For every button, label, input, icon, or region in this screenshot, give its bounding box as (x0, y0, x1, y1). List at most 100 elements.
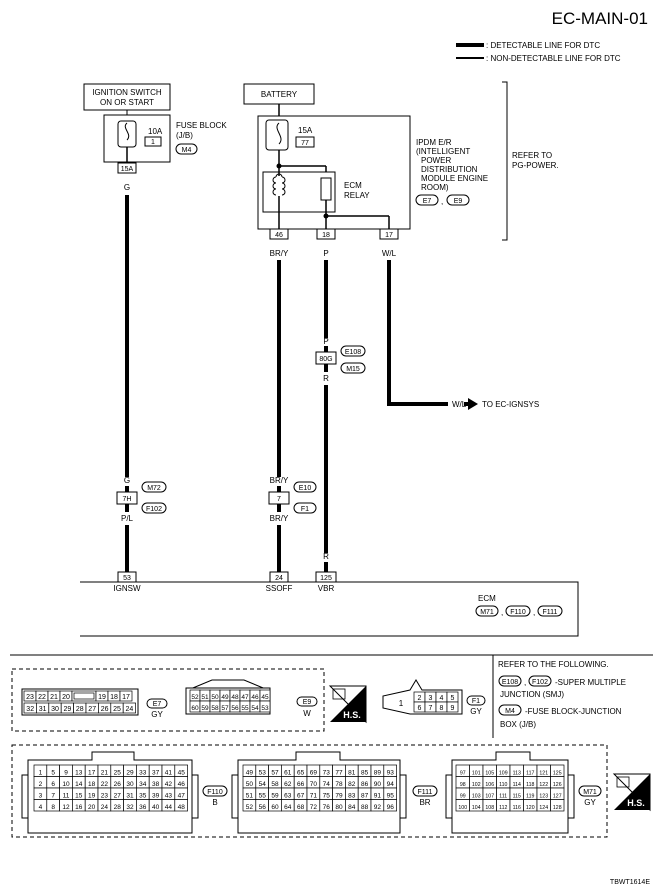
ignition-line2: ON OR START (100, 98, 154, 107)
f110-pin: 12 (62, 804, 70, 811)
f110-pin: 19 (88, 793, 96, 800)
m71-color: GY (584, 798, 596, 807)
m71-pin: 102 (472, 782, 481, 788)
m71-cell (550, 799, 565, 812)
ipdm-conn2: E9 (454, 198, 463, 205)
refer-c2: F102 (532, 679, 548, 686)
m71-pin: 99 (460, 794, 466, 800)
refer-bracket (502, 81, 508, 241)
e7-pin: 26 (101, 706, 109, 713)
e9-pin: 57 (221, 705, 229, 712)
legend-non-detectable-text: : NON-DETECTABLE LINE FOR DTC (486, 54, 621, 63)
f111-pin: 67 (297, 793, 305, 800)
refer-smj1: -SUPER MULTIPLE (555, 678, 626, 687)
refer-c1: E108 (502, 679, 518, 686)
fuse-block-label2: (J/B) (176, 131, 193, 140)
e7-pin: 19 (98, 694, 106, 701)
f110-pin: 39 (152, 793, 160, 800)
legend-detectable-text: : DETECTABLE LINE FOR DTC (486, 41, 600, 50)
svg-text:H.S.: H.S. (627, 798, 645, 808)
ipdm-label-1: (INTELLIGENT (416, 147, 470, 156)
f111-pin: 66 (297, 781, 305, 788)
refer-smj2: JUNCTION (SMJ) (500, 690, 564, 699)
f111-pin: 59 (271, 793, 279, 800)
ecm-conn3: F111 (543, 609, 558, 616)
f110-pin: 27 (114, 793, 122, 800)
e9-pin: 55 (241, 705, 249, 712)
hs-icon-2: H.S. (612, 773, 651, 812)
ecm-conn1: M71 (480, 609, 494, 616)
f111-pin: 62 (284, 781, 292, 788)
ipdm-pin-46: 46 (275, 232, 283, 239)
e9-pin: 59 (201, 705, 209, 712)
f111-pin: 89 (374, 770, 382, 777)
e7-cell (71, 690, 97, 702)
conn-oval-e7 (415, 194, 439, 206)
f110-pin: 43 (165, 793, 173, 800)
conn-oval-f1 (293, 502, 317, 514)
e9-pin: 47 (241, 694, 249, 701)
m71-pin: 104 (472, 805, 481, 811)
e7-pin: 24 (126, 706, 134, 713)
f111-pin: 55 (259, 793, 267, 800)
f110-pin: 29 (126, 770, 134, 777)
m71-pin: 122 (539, 782, 548, 788)
to-ignsys-text: TO EC-IGNSYS (482, 400, 539, 409)
f110-pin: 23 (101, 793, 109, 800)
f111-pin: 91 (374, 793, 382, 800)
f111-pin: 81 (348, 770, 356, 777)
e7-pin: 25 (113, 706, 121, 713)
m71-pin: 108 (485, 805, 494, 811)
f110-pin: 2 (39, 781, 43, 788)
refer-fb2: BOX (J/B) (500, 720, 536, 729)
f1-id: F1 (472, 698, 480, 705)
f110-pin: 18 (88, 781, 96, 788)
refer-fb1: -FUSE BLOCK-JUNCTION (525, 707, 622, 716)
f110-pin: 20 (88, 804, 96, 811)
f110-pin: 14 (75, 781, 83, 788)
f110-pin: 37 (152, 770, 160, 777)
f111-pin: 63 (284, 793, 292, 800)
wire-p-mid: P (323, 337, 328, 346)
footer-code: TBWT1614E (610, 879, 650, 886)
joint-7-pin: 7 (277, 496, 281, 503)
relay-coil-icon (272, 173, 283, 196)
e7-key (73, 692, 95, 700)
e9-cell (259, 700, 271, 713)
e7-cell (122, 702, 136, 714)
e7-pin: 31 (39, 706, 47, 713)
f111-pin: 76 (323, 804, 331, 811)
f111-pin: 84 (348, 804, 356, 811)
e7-pin: 28 (76, 706, 84, 713)
f110-pin: 13 (75, 770, 83, 777)
f111-pin: 64 (284, 804, 292, 811)
f110-pin: 7 (51, 793, 55, 800)
ignition-switch-box (83, 83, 171, 111)
conn-oval-f111 (537, 605, 563, 617)
e7-pin: 22 (38, 694, 46, 701)
f111-pin: 77 (335, 770, 343, 777)
m71-pin: 100 (458, 805, 467, 811)
ecm-sep1: , (501, 608, 503, 617)
f111-pin: 53 (259, 770, 267, 777)
f110-pin: 42 (165, 781, 173, 788)
refer-c3: M4 (505, 708, 515, 715)
f111-pin: 95 (387, 793, 395, 800)
ipdm-sep: , (441, 197, 443, 206)
dashed-group-e7-e9 (11, 668, 325, 732)
ecm-name-vbr: VBR (318, 584, 335, 593)
wire-bry-mid: BR/Y (270, 476, 289, 485)
f110-id: F110 (207, 789, 223, 796)
f111-pin: 51 (246, 793, 254, 800)
f111-cell (383, 799, 397, 812)
ipdm-label-2: POWER (421, 156, 451, 165)
f110-pin: 21 (101, 770, 109, 777)
f110-pin: 47 (178, 793, 186, 800)
ipdm-fuse-num: 77 (301, 140, 309, 147)
f110-pin: 32 (126, 804, 134, 811)
f111-pin: 49 (246, 770, 254, 777)
f111-color: BR (419, 798, 430, 807)
